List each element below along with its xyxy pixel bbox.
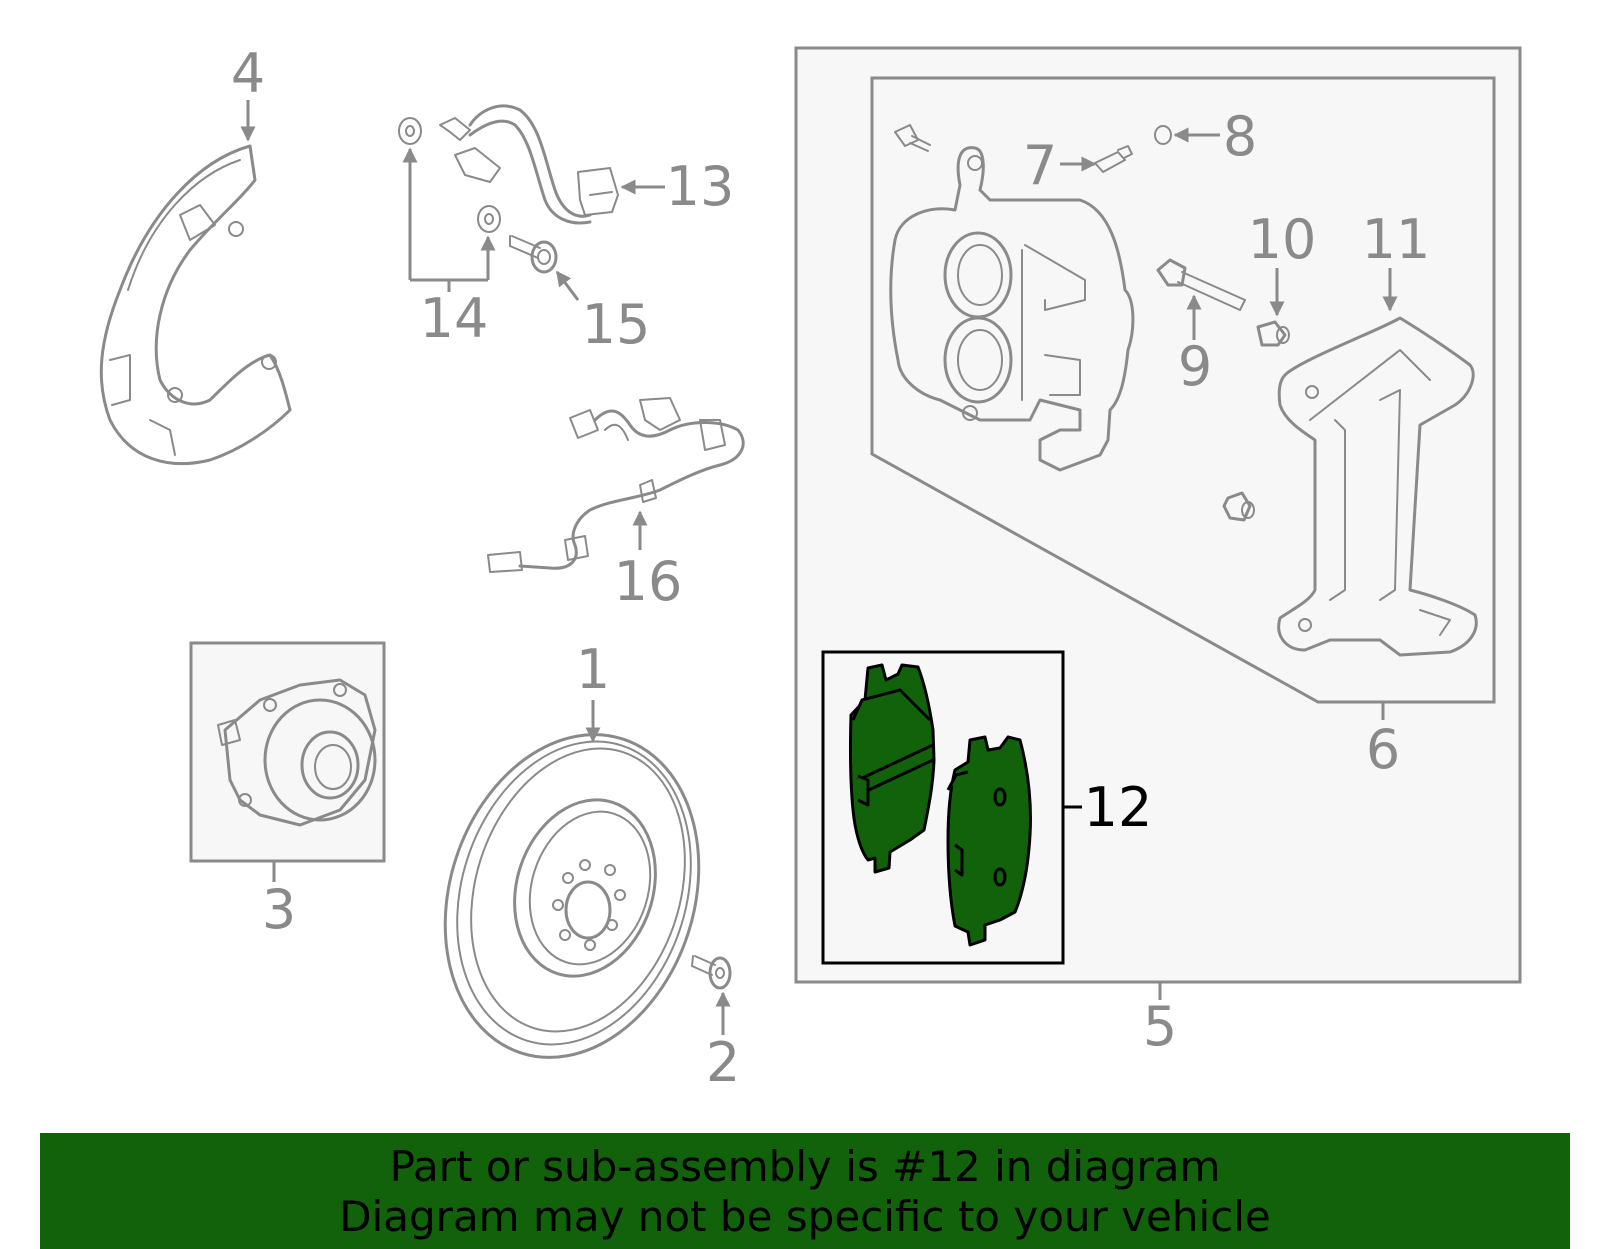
bleeder-cap-drawing [1154, 125, 1172, 145]
callout-1: 1 [576, 638, 610, 701]
sensor-harness-drawing [398, 104, 619, 233]
callout-13: 13 [666, 155, 735, 218]
callout-9: 9 [1178, 335, 1212, 398]
bleeder-screw-drawing [1094, 145, 1133, 173]
caliper-drawing [889, 124, 1135, 472]
callout-12: 12 [1084, 776, 1153, 839]
callout-5: 5 [1143, 995, 1177, 1058]
callout-7: 7 [1023, 134, 1057, 197]
banner-line-1: Part or sub-assembly is #12 in diagram [389, 1142, 1221, 1191]
callout-11: 11 [1362, 208, 1431, 271]
callout-6: 6 [1366, 718, 1400, 781]
leader-lines [240, 100, 1398, 1035]
callout-15: 15 [582, 293, 651, 356]
callout-16: 16 [614, 550, 683, 613]
callout-14: 14 [420, 287, 489, 350]
rotor-screw-drawing [691, 955, 732, 990]
callout-8: 8 [1223, 105, 1257, 168]
callout-3: 3 [262, 878, 296, 941]
caliper-bracket-drawing [1277, 316, 1478, 657]
hub-box [189, 641, 386, 863]
part-info-banner: Part or sub-assembly is #12 in diagram D… [40, 1133, 1570, 1249]
wheel-speed-sensor-drawing [487, 397, 745, 573]
guide-pin-bolt-drawing [1156, 258, 1246, 311]
brake-pads-drawing [848, 663, 1032, 947]
brake-rotor-drawing [443, 733, 701, 1059]
bolt-15-drawing [509, 235, 558, 274]
dust-shield-drawing [99, 144, 292, 466]
banner-line-2: Diagram may not be specific to your vehi… [339, 1192, 1271, 1241]
callout-10: 10 [1248, 208, 1317, 271]
caliper-subassembly-box [870, 76, 1496, 704]
callout-2: 2 [706, 1031, 740, 1094]
callout-4: 4 [231, 42, 265, 105]
wheel-hub-drawing [217, 678, 377, 827]
bushing-drawing [1222, 320, 1290, 522]
